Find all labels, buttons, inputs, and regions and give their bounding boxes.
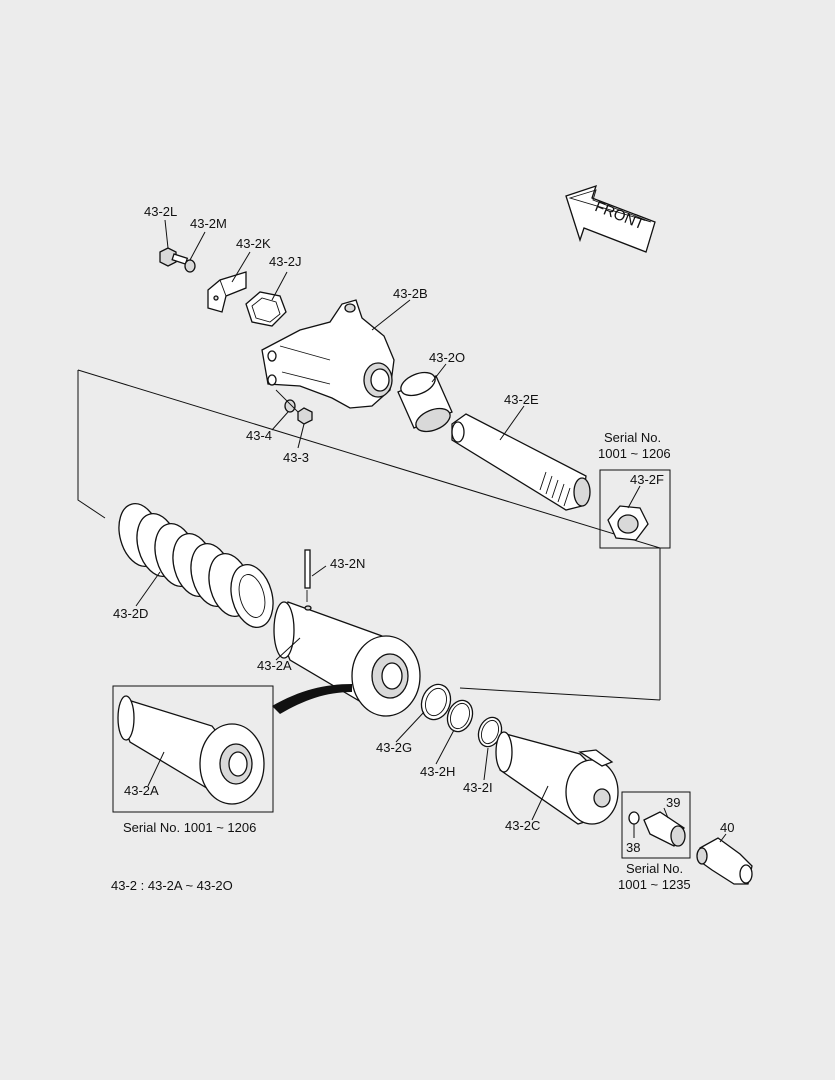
bushing-43-2O — [397, 371, 453, 433]
label-43-2J: 43-2J — [269, 254, 302, 269]
label-43-2M: 43-2M — [190, 216, 227, 231]
serial-inset: Serial No. 1001 ~ 1206 — [123, 820, 256, 835]
oring-38 — [628, 811, 640, 825]
grease-fitting-40 — [696, 837, 753, 885]
label-43-2K: 43-2K — [236, 236, 271, 251]
label-43-2A-inset: 43-2A — [124, 783, 159, 798]
label-43-2H: 43-2H — [420, 764, 455, 779]
serial-box-38-39 — [621, 791, 691, 859]
spring-43-2D — [118, 503, 274, 628]
label-43-2G: 43-2G — [376, 740, 412, 755]
label-43-3: 43-3 — [283, 450, 309, 465]
ring-43-2H — [446, 699, 474, 733]
label-43-2E: 43-2E — [504, 392, 539, 407]
inset-cylinder-43-2A — [117, 695, 265, 805]
yoke-43-2B — [261, 299, 395, 409]
nut-43-2J — [245, 291, 287, 327]
washer-43-4 — [284, 399, 296, 413]
cylinder-43-2A — [273, 601, 421, 717]
label-43-4: 43-4 — [246, 428, 272, 443]
serial-bottom-line2: 1001 ~ 1235 — [618, 877, 691, 892]
label-40: 40 — [720, 820, 734, 835]
serial-box-43-2F — [599, 469, 671, 549]
bracket-43-2K — [207, 271, 247, 313]
label-43-2A: 43-2A — [257, 658, 292, 673]
front-arrow: FRONT — [565, 184, 656, 253]
ring-43-2G — [420, 683, 452, 721]
assembly-outline-bottom — [459, 687, 661, 701]
assembly-outline — [77, 370, 106, 519]
ring-43-2I — [477, 716, 503, 748]
label-43-2C: 43-2C — [505, 818, 540, 833]
shaft-43-2E — [451, 413, 591, 511]
label-43-2F: 43-2F — [630, 472, 664, 487]
label-43-2B: 43-2B — [393, 286, 428, 301]
label-39: 39 — [666, 795, 680, 810]
serial-top-line2: 1001 ~ 1206 — [598, 446, 671, 461]
assembly-outline-top — [77, 369, 661, 549]
pin-43-2N — [304, 549, 311, 602]
washer-43-2M — [184, 259, 196, 273]
inset-pointer-arrow — [272, 684, 352, 714]
label-43-2D: 43-2D — [113, 606, 148, 621]
serial-top-line1: Serial No. — [604, 430, 661, 445]
label-43-2I: 43-2I — [463, 780, 493, 795]
label-38: 38 — [626, 840, 640, 855]
assembly-legend: 43-2 : 43-2A ~ 43-2O — [111, 878, 233, 893]
leader-lines — [135, 219, 727, 843]
label-43-2L: 43-2L — [144, 204, 177, 219]
nut-43-2F — [607, 505, 649, 541]
cylinder-43-2C — [495, 731, 619, 825]
bolt-43-2L — [159, 247, 189, 267]
serial-bottom-line1: Serial No. — [626, 861, 683, 876]
label-43-2O: 43-2O — [429, 350, 465, 365]
bolt-43-3 — [275, 389, 313, 425]
inset-box — [112, 685, 274, 813]
label-43-2N: 43-2N — [330, 556, 365, 571]
fitting-39 — [643, 811, 686, 847]
